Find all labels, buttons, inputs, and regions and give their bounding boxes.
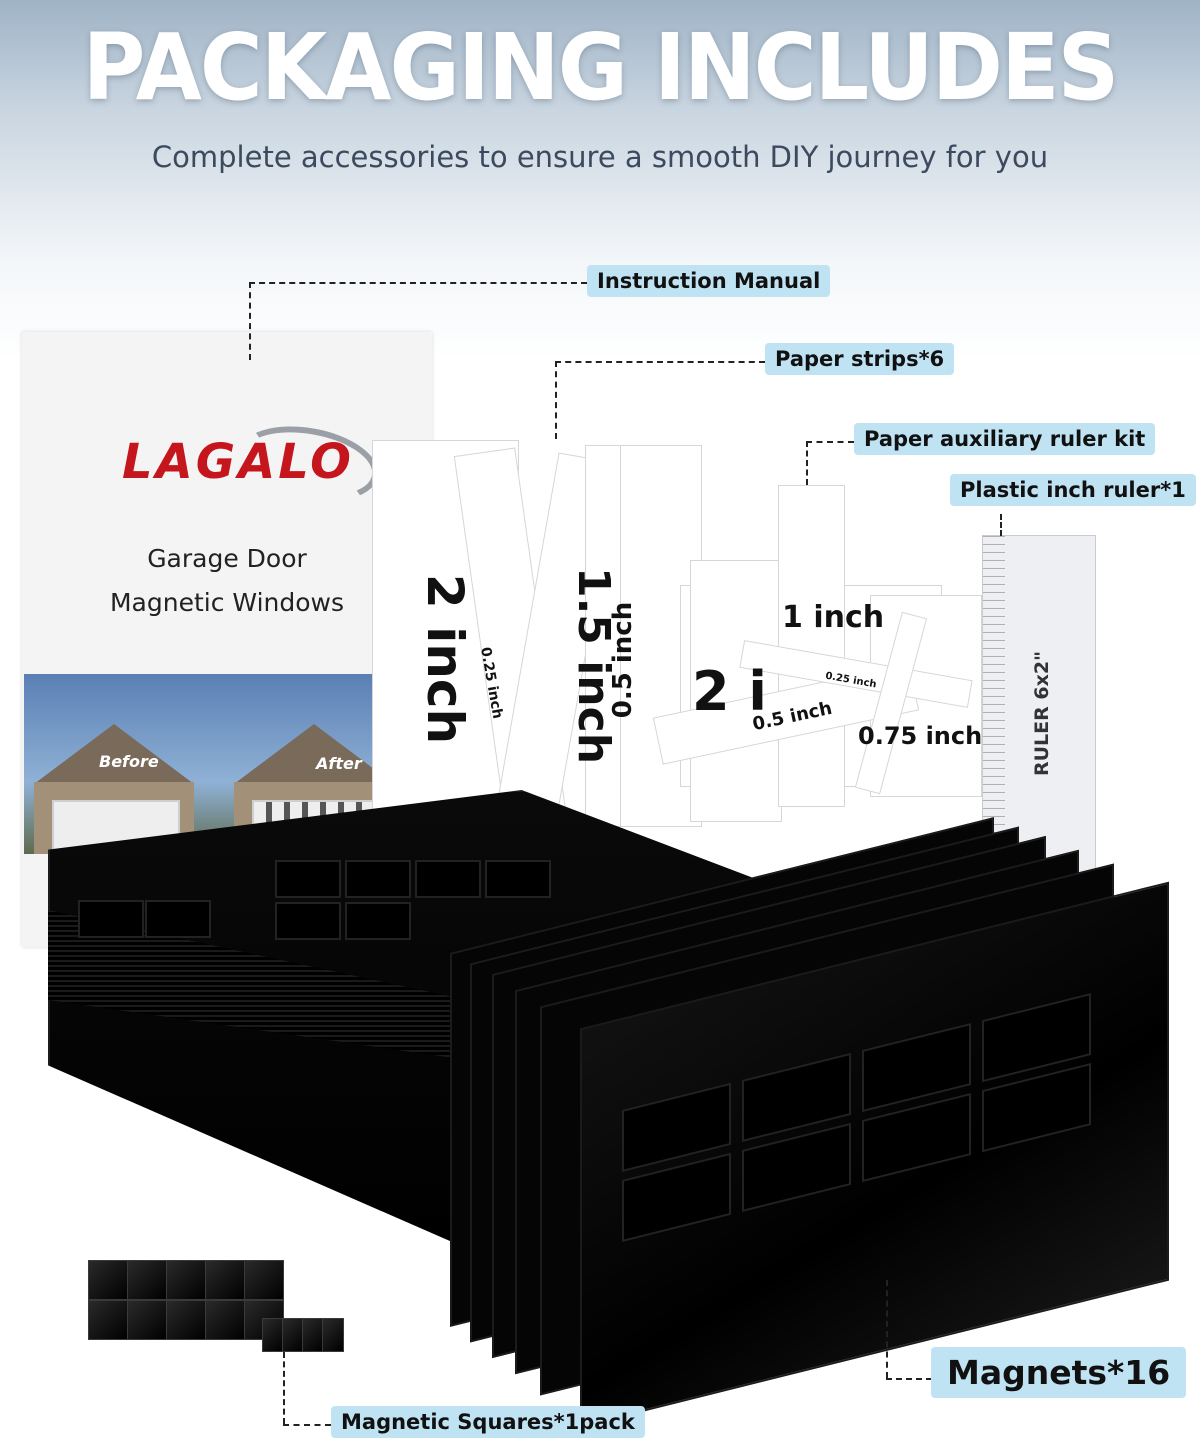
leader-line	[886, 1378, 932, 1380]
label-ruler-kit: Paper auxiliary ruler kit	[854, 423, 1156, 455]
magnet-window	[485, 860, 551, 898]
label-magnets: Magnets*16	[931, 1347, 1187, 1398]
ruler-kit-sheet	[690, 560, 782, 822]
leader-line	[249, 282, 251, 360]
magnet-window	[145, 900, 211, 938]
ruler-kit-sheet	[778, 485, 845, 807]
leader-line	[283, 1424, 331, 1426]
strip-label-0-5inch: 0.5 inch	[608, 601, 639, 719]
label-paper-strips: Paper strips*6	[765, 343, 955, 375]
leader-line	[555, 361, 765, 363]
magnet-window	[78, 900, 144, 938]
page-subtitle: Complete accessories to ensure a smooth …	[151, 140, 1049, 174]
leader-line	[1000, 514, 1002, 536]
ruler-ticks	[983, 536, 1005, 876]
kit-label-0-75inch: 0.75 inch	[858, 722, 983, 750]
page-title: PACKAGING INCLUDES	[82, 14, 1120, 121]
leader-line	[283, 1352, 285, 1424]
strip-label-2inch: 2 inch	[416, 573, 475, 745]
magnetic-squares-sheet	[88, 1260, 284, 1340]
magnet-window	[345, 902, 411, 940]
plastic-ruler: RULER 6x2"	[982, 535, 1096, 877]
magnet-window	[275, 902, 341, 940]
after-label: After	[316, 754, 362, 773]
before-label: Before	[99, 752, 159, 771]
brand-logo: LAGALO	[122, 434, 354, 490]
label-plastic-ruler: Plastic inch ruler*1	[950, 474, 1196, 506]
ruler-text: RULER 6x2"	[1031, 651, 1053, 776]
leader-line	[555, 361, 557, 439]
label-instruction-manual: Instruction Manual	[587, 265, 831, 297]
leader-line	[249, 282, 587, 284]
leader-line	[806, 441, 854, 443]
kit-label-2inch: 2 i	[692, 660, 767, 723]
magnetic-squares-small	[262, 1318, 344, 1352]
magnet-window	[415, 860, 481, 898]
label-magnetic-squares: Magnetic Squares*1pack	[331, 1406, 645, 1438]
leader-line	[806, 441, 808, 485]
leader-line	[886, 1280, 888, 1378]
magnet-window	[275, 860, 341, 898]
manual-line-1: Garage Door	[147, 544, 307, 573]
manual-line-2: Magnetic Windows	[109, 588, 345, 617]
kit-label-1inch: 1 inch	[782, 600, 885, 635]
magnet-window	[345, 860, 411, 898]
